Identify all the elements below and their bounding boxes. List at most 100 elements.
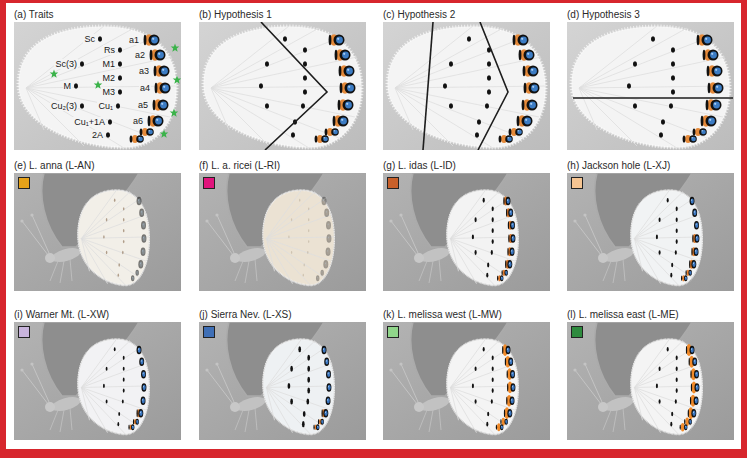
wing-vein bbox=[579, 88, 723, 117]
eyespot-ring bbox=[137, 346, 142, 355]
figure-ground bbox=[6, 3, 741, 449]
eyespot-ring bbox=[684, 275, 687, 281]
blue-scales bbox=[508, 262, 511, 267]
panel-ground bbox=[14, 173, 181, 291]
eyespot-ring bbox=[340, 50, 351, 61]
marginal-eyespot bbox=[692, 208, 697, 217]
eyespot-ring bbox=[345, 83, 356, 94]
eyespot-glint bbox=[508, 262, 510, 264]
eyespot-ring bbox=[316, 275, 319, 281]
head bbox=[45, 253, 55, 263]
black-chevron bbox=[503, 197, 504, 205]
blue-scales bbox=[695, 372, 698, 377]
wing-vein bbox=[81, 387, 89, 420]
marginal-eyespot bbox=[505, 260, 512, 269]
eyespot-ring bbox=[684, 424, 687, 430]
wing-vein bbox=[634, 190, 669, 238]
eyespot-ring bbox=[706, 116, 717, 127]
black-spot bbox=[283, 36, 287, 41]
wing-vein bbox=[211, 26, 289, 88]
marginal-eyespot bbox=[144, 34, 160, 46]
black-spot bbox=[122, 399, 124, 403]
hindwing-shape bbox=[631, 339, 703, 434]
head bbox=[230, 402, 240, 412]
eyespot-glint bbox=[138, 348, 140, 350]
black-chevron bbox=[680, 424, 681, 430]
body bbox=[419, 394, 451, 413]
hindwing bbox=[78, 339, 150, 434]
eyespot-glint bbox=[343, 53, 345, 55]
black-chevron bbox=[691, 383, 692, 391]
wing-fringe bbox=[263, 190, 335, 285]
wing-vein bbox=[81, 238, 146, 261]
marginal-eyespot bbox=[506, 395, 514, 407]
wing-vein bbox=[634, 387, 660, 432]
wing-vein bbox=[81, 238, 125, 285]
eyespot-glint bbox=[695, 223, 697, 225]
eyespot-glint bbox=[696, 237, 698, 239]
wing-fringe bbox=[631, 339, 703, 434]
wing-fringe bbox=[387, 26, 546, 148]
trait-label: a1 bbox=[128, 35, 140, 45]
hindwing bbox=[447, 190, 519, 285]
hindwing-shape bbox=[78, 190, 150, 285]
wing-vein bbox=[634, 339, 669, 387]
eyespot-glint bbox=[321, 420, 323, 421]
eyespot-glint bbox=[511, 372, 513, 374]
black-spot bbox=[307, 366, 310, 372]
black-spot bbox=[475, 250, 477, 255]
marginal-eyespot bbox=[322, 409, 329, 418]
wing-vein bbox=[266, 387, 310, 434]
eyespot-ring bbox=[141, 396, 146, 405]
eyespot-glint bbox=[701, 130, 703, 132]
marginal-eyespot bbox=[703, 49, 719, 61]
black-chevron bbox=[523, 66, 526, 76]
black-chevron bbox=[499, 135, 502, 142]
marginal-eyespot bbox=[329, 34, 345, 46]
trait-label: Rs bbox=[103, 45, 116, 55]
wing-vein bbox=[579, 57, 725, 88]
eyespot-glint bbox=[325, 211, 327, 213]
panel-title: (d) Hypothesis 3 bbox=[567, 9, 640, 21]
eyespot-ring bbox=[326, 396, 331, 405]
black-spot bbox=[659, 250, 661, 255]
wing-vein bbox=[395, 88, 493, 148]
black-spot bbox=[291, 218, 292, 221]
blue-scales bbox=[327, 223, 330, 228]
wing-vein bbox=[579, 88, 597, 130]
wing-vein bbox=[579, 86, 730, 88]
black-spot bbox=[114, 199, 116, 202]
black-spot bbox=[259, 83, 263, 88]
eyespot-glint bbox=[684, 426, 686, 427]
eyespot-ring bbox=[326, 370, 331, 379]
eyespot-glint bbox=[714, 103, 716, 105]
marginal-eyespot bbox=[692, 234, 699, 243]
black-spot bbox=[676, 228, 678, 233]
eyespot-ring bbox=[323, 409, 328, 418]
butterfly-panel bbox=[199, 322, 366, 440]
eyespot-glint bbox=[325, 360, 327, 362]
eyespot-glint bbox=[337, 38, 339, 40]
eyespot-glint bbox=[142, 372, 144, 374]
blue-scales bbox=[691, 347, 694, 352]
wing-panel bbox=[14, 22, 181, 150]
black-chevron bbox=[688, 409, 689, 417]
wing-vein bbox=[450, 363, 516, 387]
eyespot-glint bbox=[695, 372, 697, 374]
black-spot bbox=[472, 235, 474, 240]
hindwing-shape bbox=[387, 26, 546, 148]
black-spot bbox=[670, 273, 672, 278]
marginal-eyespot bbox=[708, 82, 724, 94]
eyespot-glint bbox=[532, 86, 534, 88]
marginal-eyespot bbox=[141, 221, 146, 230]
blue-scales bbox=[714, 68, 721, 75]
eyespot-glint bbox=[525, 119, 527, 121]
eyespot-glint bbox=[509, 360, 511, 362]
eyespot-glint bbox=[327, 250, 329, 252]
blue-scales bbox=[155, 118, 162, 125]
legend-swatch bbox=[203, 177, 215, 189]
eyespot-ring bbox=[708, 50, 719, 61]
blue-scales bbox=[142, 372, 145, 377]
black-spot bbox=[491, 399, 493, 404]
eyespot-ring bbox=[322, 197, 327, 206]
